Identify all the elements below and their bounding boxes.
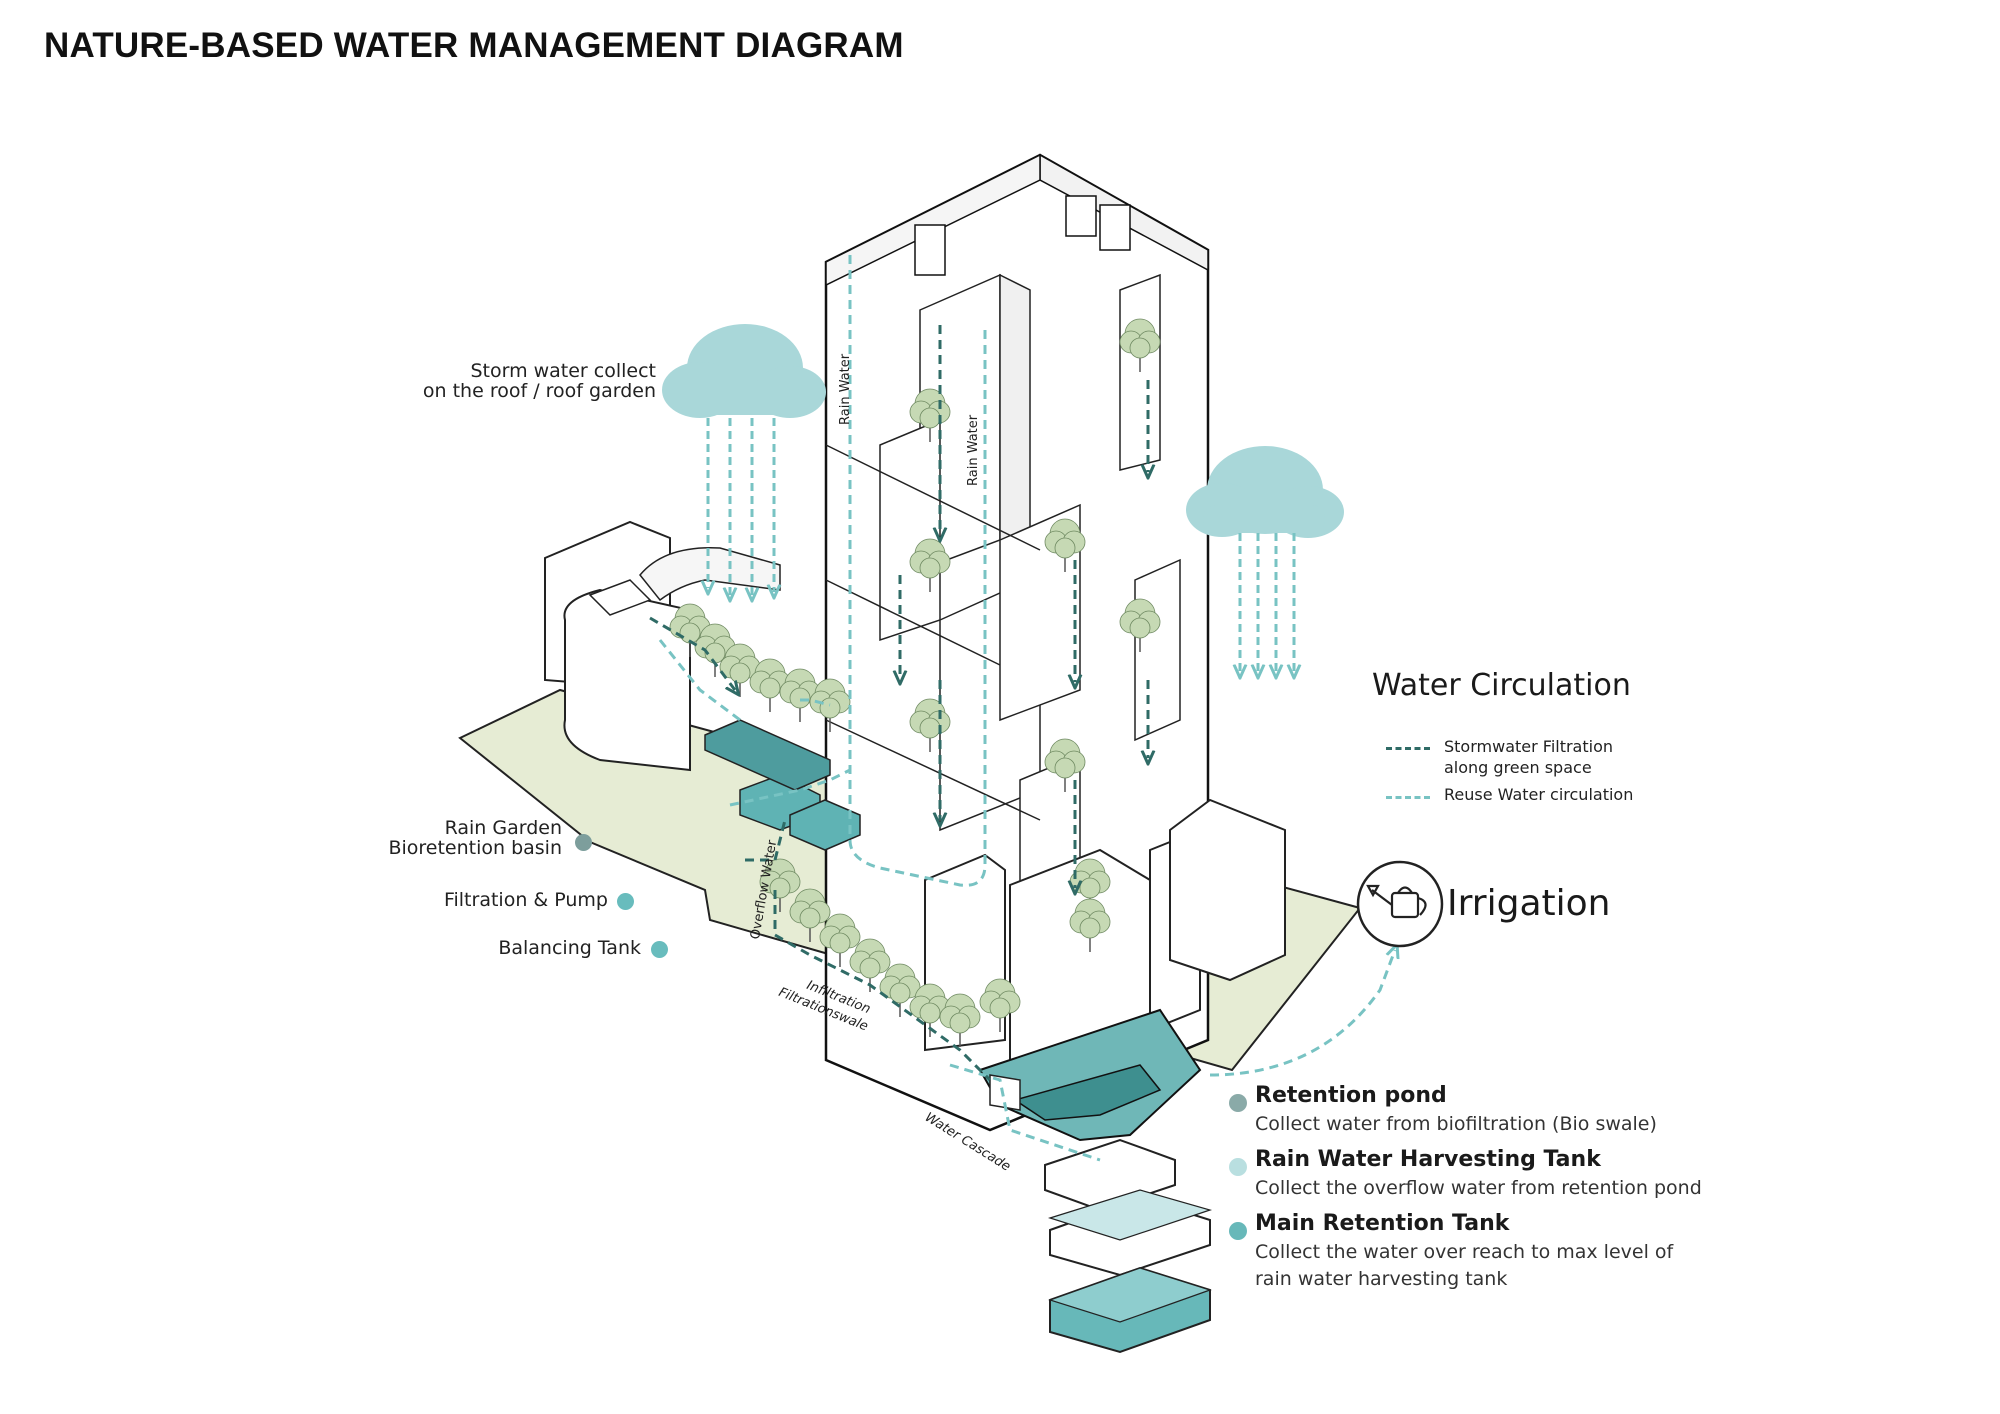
tree xyxy=(1044,738,1086,792)
tree xyxy=(909,698,951,752)
legend-line-stormwater xyxy=(1386,747,1430,750)
main-retention-tank-dot xyxy=(1229,1222,1247,1240)
irrigation-label: Irrigation xyxy=(1447,883,1611,924)
harvesting-tank-title: Rain Water Harvesting Tank xyxy=(1255,1147,1601,1172)
legend-item-reuse: Reuse Water circulation xyxy=(1444,785,1634,804)
stormwater-paths xyxy=(649,325,1148,1082)
rain-water-label-2: Rain Water xyxy=(966,414,981,486)
legend-title: Water Circulation xyxy=(1372,668,1631,703)
harvesting-tank-dot xyxy=(1229,1158,1247,1176)
tree xyxy=(909,538,951,592)
harvesting-tank-desc: Collect the overflow water from retentio… xyxy=(1255,1177,1702,1199)
irrigation-circle xyxy=(1356,860,1444,948)
tree xyxy=(979,978,1021,1032)
tree xyxy=(1119,318,1161,372)
rain-garden-callout: Rain Garden Bioretention basin xyxy=(388,817,562,859)
underground-tanks xyxy=(1044,1138,1213,1354)
tree xyxy=(1119,598,1161,652)
tree xyxy=(819,913,861,967)
filtration-pump-callout: Filtration & Pump xyxy=(443,889,608,911)
retention-pond-title: Retention pond xyxy=(1255,1083,1447,1108)
retention-channel xyxy=(978,1008,1202,1142)
tree xyxy=(779,668,821,722)
retention-pond-desc: Collect water from biofiltration (Bio sw… xyxy=(1255,1113,1657,1135)
tree xyxy=(789,888,831,942)
main-retention-tank-desc-line2: rain water harvesting tank xyxy=(1255,1268,1508,1290)
rain-garden-dot xyxy=(575,834,592,851)
cloud-left xyxy=(662,324,826,418)
tree xyxy=(809,678,851,732)
tree xyxy=(879,963,921,1017)
tree xyxy=(1069,858,1111,912)
podium-block xyxy=(544,520,781,772)
tree xyxy=(759,858,801,912)
main-retention-tank-desc-line1: Collect the water over reach to max leve… xyxy=(1255,1241,1674,1263)
watering-can-icon xyxy=(1366,884,1427,919)
cloud-right xyxy=(1186,446,1344,538)
tree xyxy=(939,993,981,1047)
balancing-tank-callout: Balancing Tank xyxy=(498,937,641,959)
tree xyxy=(1044,518,1086,572)
tree xyxy=(719,643,761,697)
page-title: NATURE-BASED WATER MANAGEMENT DIAGRAM xyxy=(44,26,904,65)
balancing-tanks xyxy=(704,719,861,851)
tree xyxy=(909,388,951,442)
main-retention-tank-title: Main Retention Tank xyxy=(1255,1211,1510,1236)
balancing-tank-dot xyxy=(651,941,668,958)
trees xyxy=(669,318,1161,1047)
legend-line-reuse xyxy=(1386,796,1430,799)
filtration-pump-dot xyxy=(617,893,634,910)
rain-arrows xyxy=(708,418,1294,672)
tree xyxy=(1069,898,1111,952)
reuse-water-paths xyxy=(658,255,1395,1162)
legend-item-stormwater: Stormwater Filtration along green space xyxy=(1444,737,1614,777)
retention-pond-dot xyxy=(1229,1094,1247,1112)
storm-water-callout: Storm water collect on the roof / roof g… xyxy=(422,360,656,402)
rain-water-label-1: Rain Water xyxy=(838,353,853,425)
